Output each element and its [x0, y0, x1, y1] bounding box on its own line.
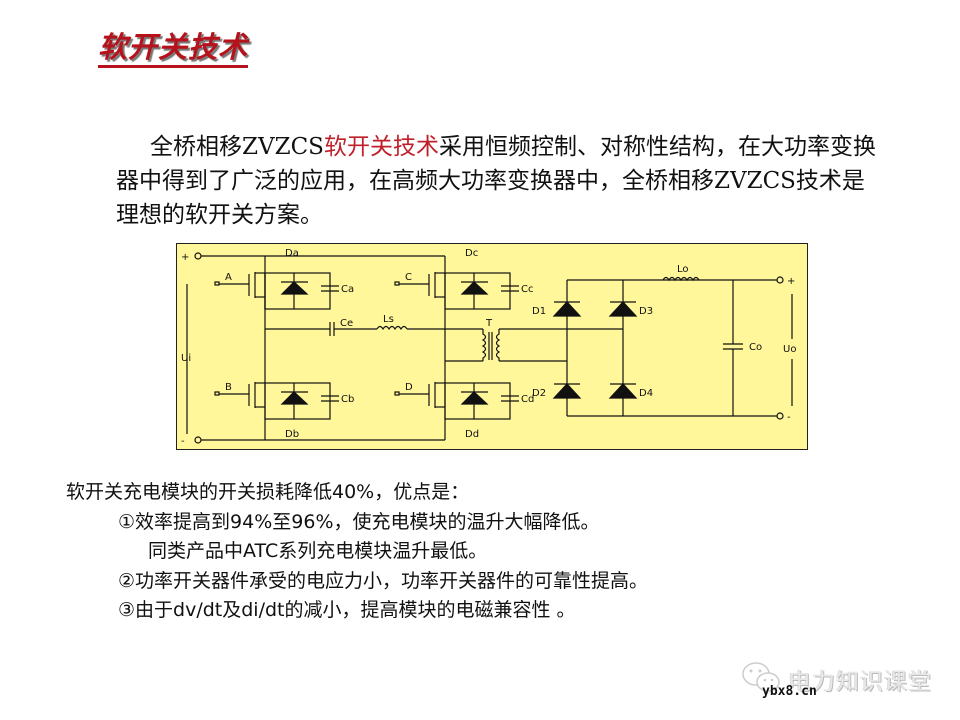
svg-text:D3: D3: [639, 306, 653, 317]
svg-text:D1: D1: [532, 306, 546, 317]
circuit-diagram: + - Ui A Da Ca: [176, 243, 808, 450]
svg-text:T: T: [485, 318, 493, 329]
svg-text:Co: Co: [749, 342, 762, 353]
advantage-item-sub: 同类产品中ATC系列充电模块温升最低。: [148, 540, 488, 562]
intro-text-before: 全桥相移ZVZCS: [150, 134, 324, 160]
svg-text:D2: D2: [532, 388, 546, 399]
label-minus-in: -: [181, 436, 185, 447]
intro-text-after: 采用恒频控制、对称性结构，在大功率变换器中得到了广泛的应用，在高频大功率变换器中…: [116, 134, 876, 228]
watermark-brand: 电力知识课堂: [788, 669, 932, 695]
svg-text:Lo: Lo: [677, 264, 689, 275]
svg-text:Uo: Uo: [783, 344, 796, 355]
switch-d: D Dd Cd: [394, 382, 534, 440]
switch-b: B Db Cb: [214, 382, 354, 440]
svg-text:Cd: Cd: [521, 394, 534, 405]
inductor-ls: [376, 325, 408, 331]
svg-text:Da: Da: [285, 248, 299, 259]
advantages-list: 软开关充电模块的开关损耗降低40%，优点是： ①效率提高到94%至96%，使充电…: [66, 478, 826, 626]
svg-text:Ls: Ls: [383, 314, 394, 325]
svg-text:C: C: [405, 272, 412, 283]
output-minus-terminal: [776, 412, 784, 420]
advantage-item: ①效率提高到94%至96%，使充电模块的温升大幅降低。: [118, 510, 600, 533]
intro-highlight: 软开关技术: [323, 134, 439, 160]
advantages-heading: 软开关充电模块的开关损耗降低40%，优点是：: [66, 481, 470, 503]
svg-text:Db: Db: [285, 429, 299, 440]
advantage-item: ③由于dv/dt及di/dt的减小，提高模块的电磁兼容性 。: [118, 599, 576, 621]
rectifier-bridge: D1 D3 D2 D4: [532, 279, 777, 417]
svg-text:Ce: Ce: [340, 318, 353, 329]
svg-text:Dc: Dc: [465, 248, 478, 259]
wechat-icon: [742, 662, 780, 692]
svg-text:D: D: [405, 382, 413, 393]
watermark-url: ybx8.cn: [762, 684, 817, 699]
slide-title: 软开关技术: [98, 30, 249, 68]
svg-text:Ca: Ca: [341, 284, 354, 295]
switch-c: C Dc Cc: [394, 248, 533, 310]
svg-text:B: B: [225, 382, 232, 393]
output-plus-terminal: [776, 276, 784, 284]
input-plus-terminal: [194, 252, 202, 260]
transformer-t: T: [445, 318, 623, 362]
svg-text:Cb: Cb: [341, 394, 354, 405]
svg-text:D4: D4: [639, 388, 653, 399]
svg-text:Cc: Cc: [521, 284, 533, 295]
label-plus-in: +: [181, 252, 189, 263]
input-minus-terminal: [194, 436, 202, 444]
svg-text:Dd: Dd: [465, 429, 479, 440]
inductor-lo: [662, 276, 700, 282]
label-ui: Ui: [181, 353, 191, 364]
watermark: 电力知识课堂 ybx8.cn: [740, 660, 940, 700]
svg-text:-: -: [787, 412, 791, 423]
svg-text:A: A: [225, 272, 232, 283]
svg-text:+: +: [787, 276, 795, 287]
advantage-item: ②功率开关器件承受的电应力小，功率开关器件的可靠性提高。: [118, 569, 649, 592]
zvzcs-full-bridge-schematic: + - Ui A Da Ca: [181, 248, 796, 447]
switch-a: A Da Ca: [214, 248, 354, 310]
intro-paragraph: 全桥相移ZVZCS软开关技术采用恒频控制、对称性结构，在大功率变换器中得到了广泛…: [116, 130, 886, 232]
